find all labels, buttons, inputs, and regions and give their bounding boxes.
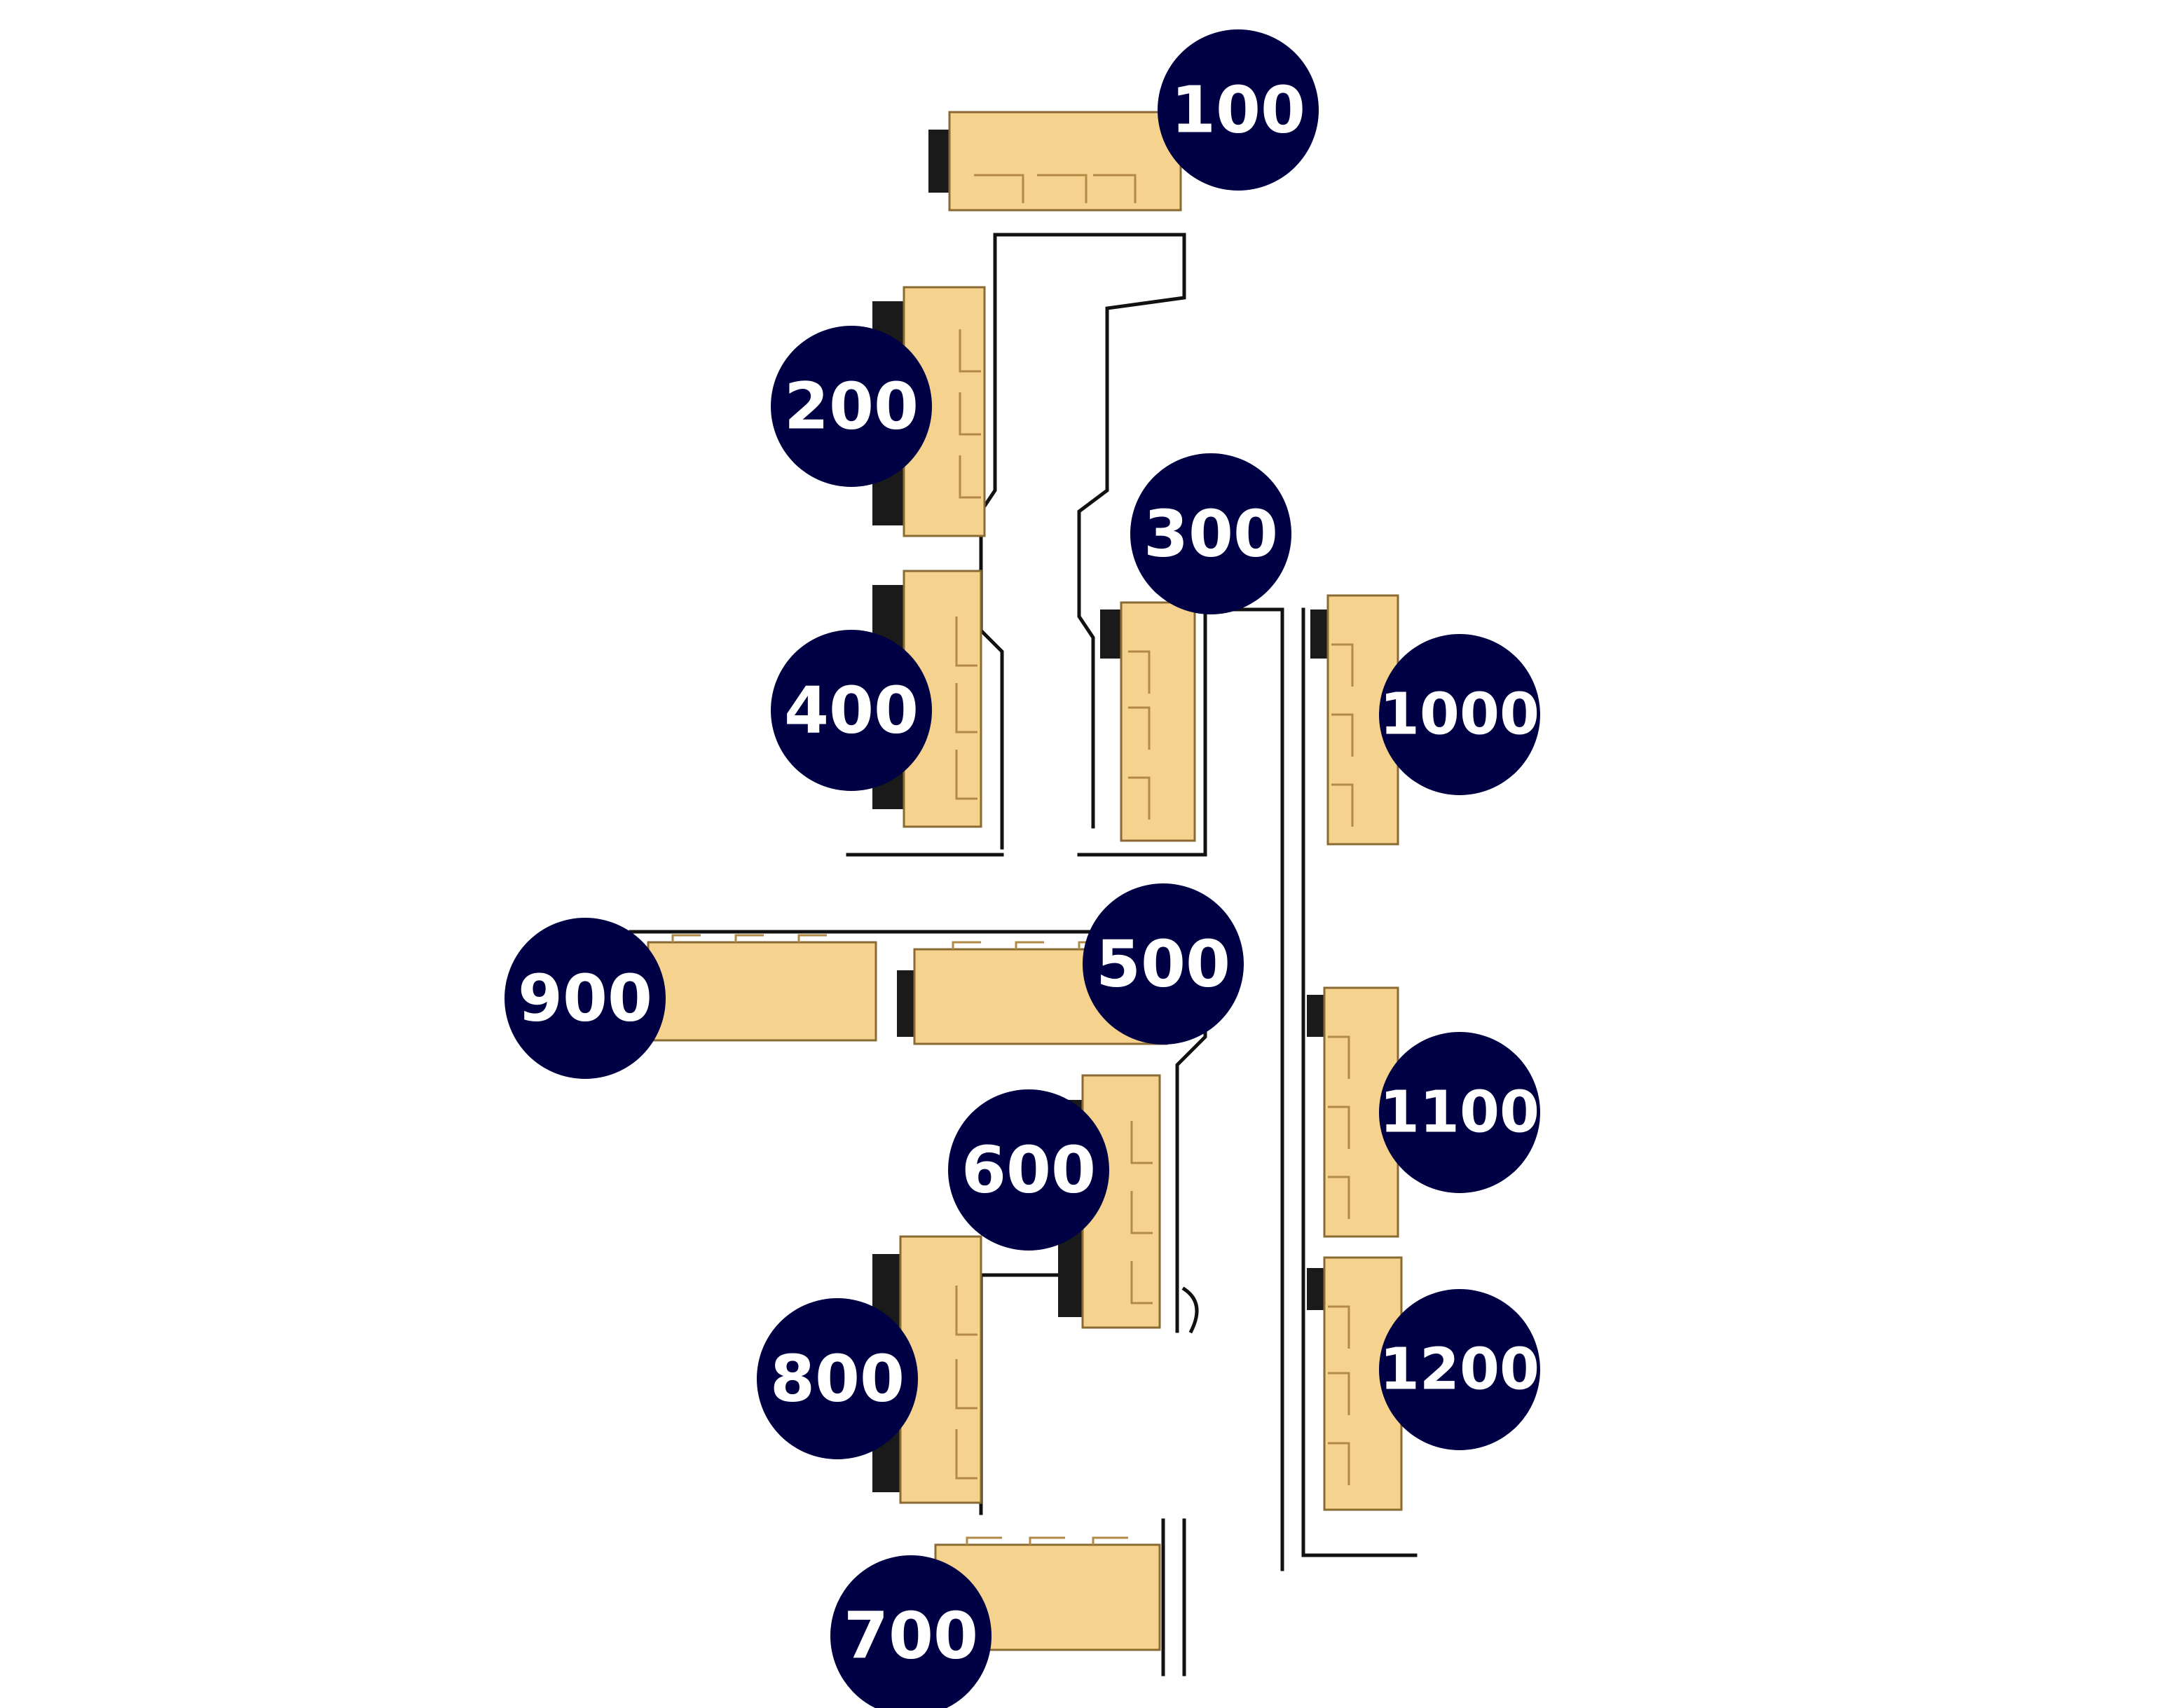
marker-600[interactable]: 600: [948, 1089, 1109, 1251]
building-900: [647, 934, 877, 1042]
marker-label: 1100: [1380, 1080, 1539, 1146]
marker-label: 1000: [1380, 682, 1539, 748]
marker-1100[interactable]: 1100: [1379, 1032, 1540, 1193]
marker-label: 1200: [1380, 1337, 1539, 1403]
marker-200[interactable]: 200: [771, 326, 932, 487]
marker-500[interactable]: 500: [1083, 883, 1244, 1045]
marker-300[interactable]: 300: [1130, 453, 1291, 614]
building-100: [928, 111, 1182, 212]
marker-700[interactable]: 700: [830, 1555, 992, 1708]
marker-1000[interactable]: 1000: [1379, 634, 1540, 795]
marker-label: 100: [1171, 73, 1305, 148]
marker-100[interactable]: 100: [1158, 29, 1319, 191]
marker-label: 900: [518, 961, 652, 1036]
marker-label: 500: [1096, 927, 1230, 1002]
marker-800[interactable]: 800: [757, 1298, 918, 1459]
marker-label: 600: [961, 1133, 1096, 1208]
marker-400[interactable]: 400: [771, 630, 932, 791]
marker-label: 700: [844, 1599, 978, 1674]
marker-900[interactable]: 900: [505, 918, 666, 1079]
marker-label: 800: [770, 1342, 905, 1417]
marker-1200[interactable]: 1200: [1379, 1289, 1540, 1450]
marker-label: 200: [784, 369, 919, 444]
building-300: [1100, 601, 1196, 842]
marker-label: 400: [784, 673, 919, 748]
marker-label: 300: [1144, 497, 1278, 572]
